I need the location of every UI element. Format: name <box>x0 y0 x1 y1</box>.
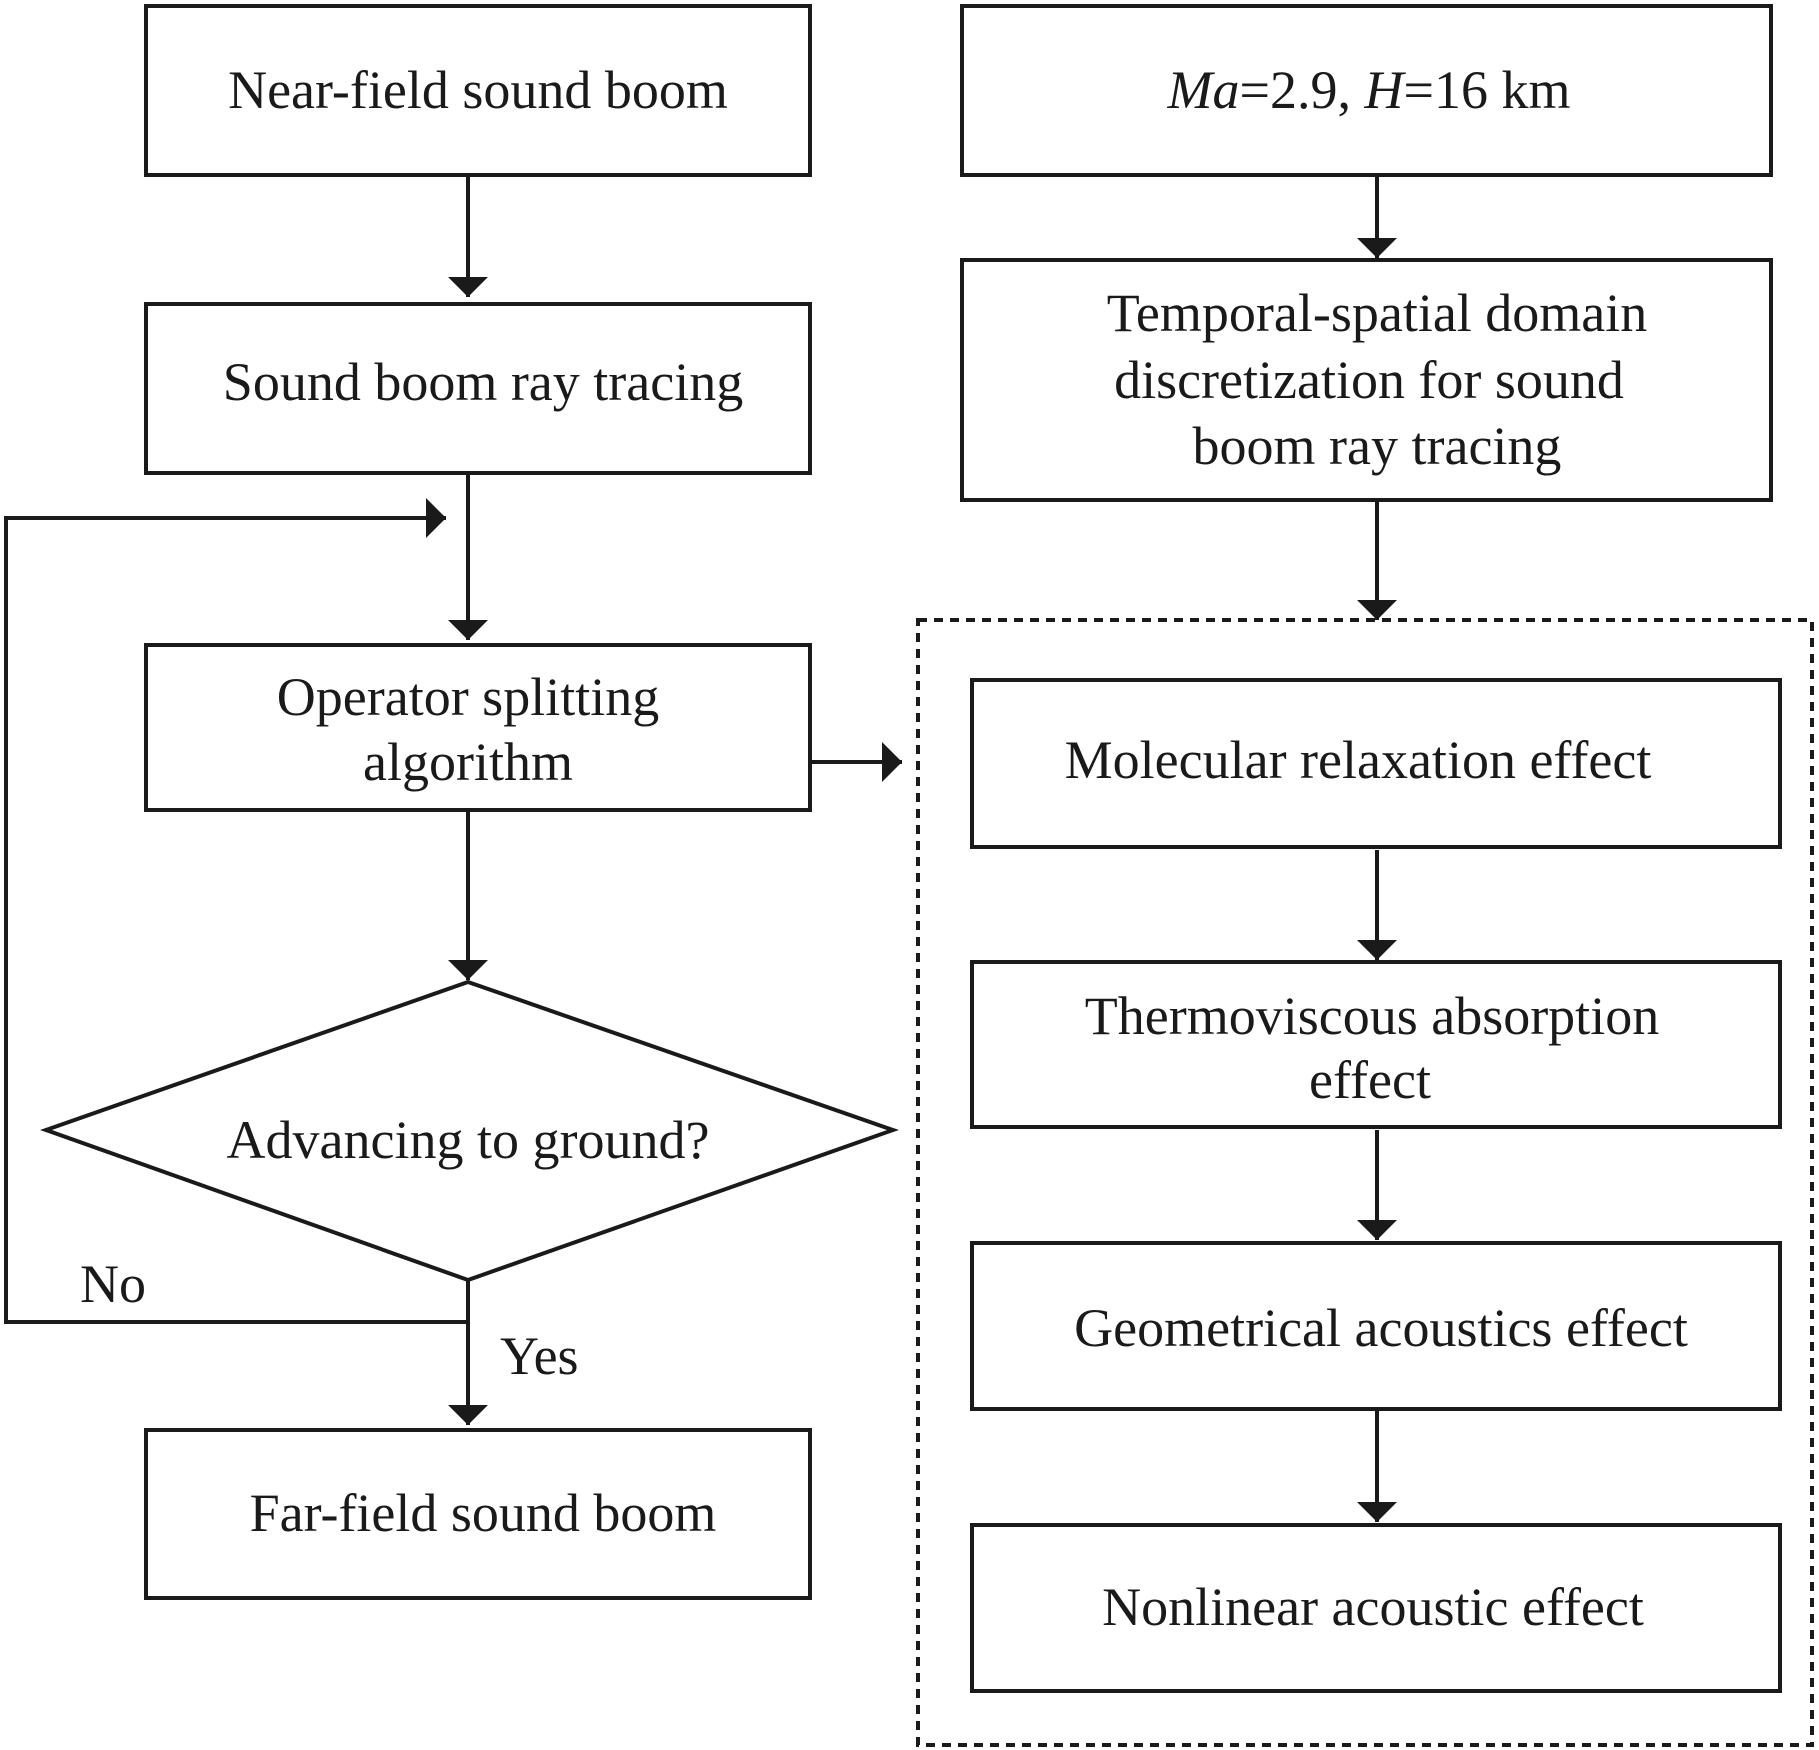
node-ray-tracing-label: Sound boom ray tracing <box>223 352 743 412</box>
node-near-field-sound-boom: Near-field sound boom <box>144 4 812 177</box>
node-flight-conditions: Ma=2.9, H=16 km <box>960 4 1773 177</box>
node-far-field-sound-boom: Far-field sound boom <box>144 1428 812 1600</box>
node-decision-advancing-to-ground: Advancing to ground? <box>39 979 900 1283</box>
node-molecular-label: Molecular relaxation effect <box>1065 730 1652 790</box>
conditions-symbol-ma: Ma <box>1167 60 1240 120</box>
effects-group-box <box>916 618 1814 1747</box>
edge-label-yes: Yes <box>500 1326 579 1386</box>
node-sound-boom-ray-tracing: Sound boom ray tracing <box>144 302 812 475</box>
edge-label-no: No <box>80 1254 146 1314</box>
node-discretization-line-1: Temporal-spatial domain <box>1107 283 1648 343</box>
node-thermoviscous-absorption-effect: Thermoviscous absorption effect <box>970 960 1782 1129</box>
node-near-field-label: Near-field sound boom <box>228 60 728 120</box>
node-conditions-label: Ma=2.9, H=16 km <box>1167 60 1571 120</box>
node-nonlinear-label: Nonlinear acoustic effect <box>1102 1577 1644 1637</box>
node-far-field-label: Far-field sound boom <box>250 1483 717 1543</box>
node-temporal-spatial-discretization: Temporal-spatial domain discretization f… <box>960 258 1773 502</box>
node-geometrical-acoustics-effect: Geometrical acoustics effect <box>970 1241 1782 1411</box>
node-operator-label-line-2: algorithm <box>363 732 573 792</box>
edges <box>4 175 1397 1522</box>
conditions-value-ma: =2.9, <box>1240 60 1365 120</box>
node-thermoviscous-line-1: Thermoviscous absorption <box>1085 986 1659 1046</box>
node-thermoviscous-line-2: effect <box>1309 1050 1431 1110</box>
node-discretization-line-3: boom ray tracing <box>1193 416 1562 476</box>
node-decision-label: Advancing to ground? <box>227 1110 710 1170</box>
node-operator-label-line-1: Operator splitting <box>277 667 659 727</box>
conditions-symbol-h: H <box>1363 60 1406 120</box>
node-molecular-relaxation-effect: Molecular relaxation effect <box>970 678 1782 849</box>
node-discretization-line-2: discretization for sound <box>1114 350 1624 410</box>
edge-no-loop <box>4 498 468 1324</box>
node-nonlinear-acoustic-effect: Nonlinear acoustic effect <box>970 1523 1782 1693</box>
node-geometrical-label: Geometrical acoustics effect <box>1074 1298 1688 1358</box>
conditions-value-h: =16 km <box>1403 60 1570 120</box>
node-operator-splitting-algorithm: Operator splitting algorithm <box>144 643 812 812</box>
